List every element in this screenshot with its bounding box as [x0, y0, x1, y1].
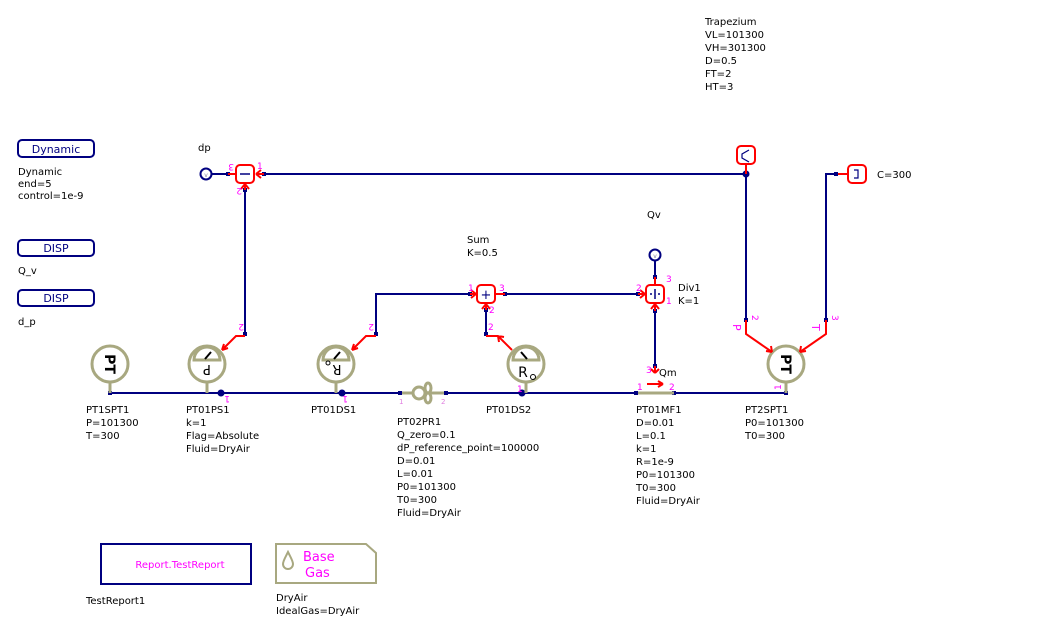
dynamic-button[interactable]: Dynamic: [17, 139, 95, 158]
droplet-icon: [281, 549, 295, 570]
pt01mf1-params: PT01MF1 D=0.01 L=0.1 k=1 R=1e-9 P0=10130…: [635, 405, 701, 507]
trapezium-block[interactable]: [736, 145, 756, 174]
rho-icon: R: [332, 361, 341, 376]
pt1spt1-params: PT1SPT1 P=101300 T=300: [85, 405, 142, 442]
pt-icon: PT: [777, 354, 793, 374]
dynamic-button-label: Dynamic: [32, 143, 81, 156]
svg-text:2: 2: [489, 306, 495, 316]
div-block[interactable]: 2 3 1: [636, 275, 672, 311]
pt01ps1-params: PT01PS1 k=1 Flag=Absolute Fluid=DryAir: [186, 405, 262, 455]
constant-block[interactable]: [838, 164, 867, 184]
wires: [110, 173, 836, 394]
svg-text:2: 2: [636, 284, 642, 294]
svg-text:1: 1: [468, 284, 474, 294]
disp-button-qv-label: DISP: [43, 242, 69, 255]
qv-sensor[interactable]: v: [648, 248, 662, 262]
svg-text:2: 2: [488, 323, 494, 333]
svg-text:2: 2: [238, 321, 244, 331]
pt02pr1-params: PT02PR1 Q_zero=0.1 dP_reference_point=10…: [396, 417, 542, 519]
svg-text:3: 3: [646, 366, 652, 376]
svg-text:P: P: [730, 324, 743, 331]
svg-text:1: 1: [399, 398, 403, 406]
dp-sensor-label: dp: [198, 143, 211, 154]
subtract-block[interactable]: 3 1 2: [228, 161, 264, 195]
constant-value: C=300: [877, 170, 911, 181]
svg-text:T: T: [809, 323, 822, 331]
svg-text:2: 2: [441, 398, 445, 406]
pt01ds1-name: PT01DS1: [311, 405, 356, 416]
trapezium-icon: [741, 149, 750, 163]
plus-icon: +: [481, 288, 492, 303]
sum-params: Sum K=0.5: [467, 235, 498, 259]
pt2spt1-source[interactable]: PT P 2 T 3 1: [730, 315, 839, 393]
qv-sensor-label: Qv: [647, 210, 661, 221]
svg-text:1: 1: [517, 385, 523, 395]
svg-text:1: 1: [224, 393, 230, 403]
div-params: Div1 K=1: [678, 283, 704, 307]
pt01mf1-mass-flow-sensor[interactable]: 3 1 2 Qm: [637, 366, 677, 395]
svg-text:3: 3: [228, 161, 234, 171]
svg-text:1: 1: [342, 393, 348, 403]
disp-button-qv[interactable]: DISP: [17, 239, 95, 257]
base-gas-line2: Gas: [305, 566, 330, 581]
pt01ds2-density-sensor[interactable]: R 2 1: [486, 323, 546, 395]
svg-text:3: 3: [829, 315, 839, 321]
pt01ds1-density-sensor[interactable]: R 2 1: [316, 321, 376, 403]
pt-icon: PT: [101, 354, 117, 374]
pt2spt1-params: PT2SPT1 P0=101300 T0=300: [744, 405, 807, 442]
base-gas-block[interactable]: Base Gas: [275, 543, 377, 584]
dynamic-params: Dynamic end=5 control=1e-9: [18, 167, 84, 202]
qm-label: Qm: [659, 368, 677, 379]
sensor-v-icon: v: [204, 172, 208, 179]
svg-text:3: 3: [499, 284, 505, 294]
pt02pr1-component[interactable]: 1 2: [399, 381, 445, 406]
sensor-v-icon: v: [653, 253, 657, 260]
svg-text:1: 1: [637, 383, 643, 393]
base-gas-params: DryAir IdealGas=DryAir: [276, 593, 360, 617]
svg-text:2: 2: [368, 321, 374, 331]
svg-text:1: 1: [666, 297, 672, 307]
sum-block[interactable]: + 1 3 2: [468, 284, 505, 316]
report-box-label: Report.TestReport: [135, 560, 224, 571]
svg-text:2: 2: [236, 185, 242, 195]
svg-text:2: 2: [749, 315, 759, 321]
svg-text:1: 1: [774, 384, 784, 390]
pt01ps1-pressure-sensor[interactable]: P 2 1: [187, 321, 245, 403]
rho-icon: R: [518, 365, 528, 381]
constant-icon: [854, 169, 859, 179]
p-icon: P: [203, 361, 211, 376]
dp-sensor[interactable]: v: [199, 167, 213, 181]
disp-button-dp[interactable]: DISP: [17, 289, 95, 307]
disp-qv-label: Q_v: [18, 266, 37, 277]
svg-text:3: 3: [666, 275, 672, 285]
svg-text:2: 2: [669, 383, 675, 393]
disp-button-dp-label: DISP: [43, 292, 69, 305]
base-gas-line1: Base: [303, 550, 335, 565]
trapezium-params: Trapezium VL=101300 VH=301300 D=0.5 FT=2…: [704, 17, 769, 93]
test-report-block[interactable]: Report.TestReport: [100, 543, 252, 585]
disp-dp-label: d_p: [18, 317, 36, 328]
test-report-name: TestReport1: [85, 596, 145, 607]
pt1spt1-source[interactable]: PT: [90, 344, 130, 393]
pt01ds2-name: PT01DS2: [486, 405, 531, 416]
svg-text:1: 1: [257, 162, 263, 172]
